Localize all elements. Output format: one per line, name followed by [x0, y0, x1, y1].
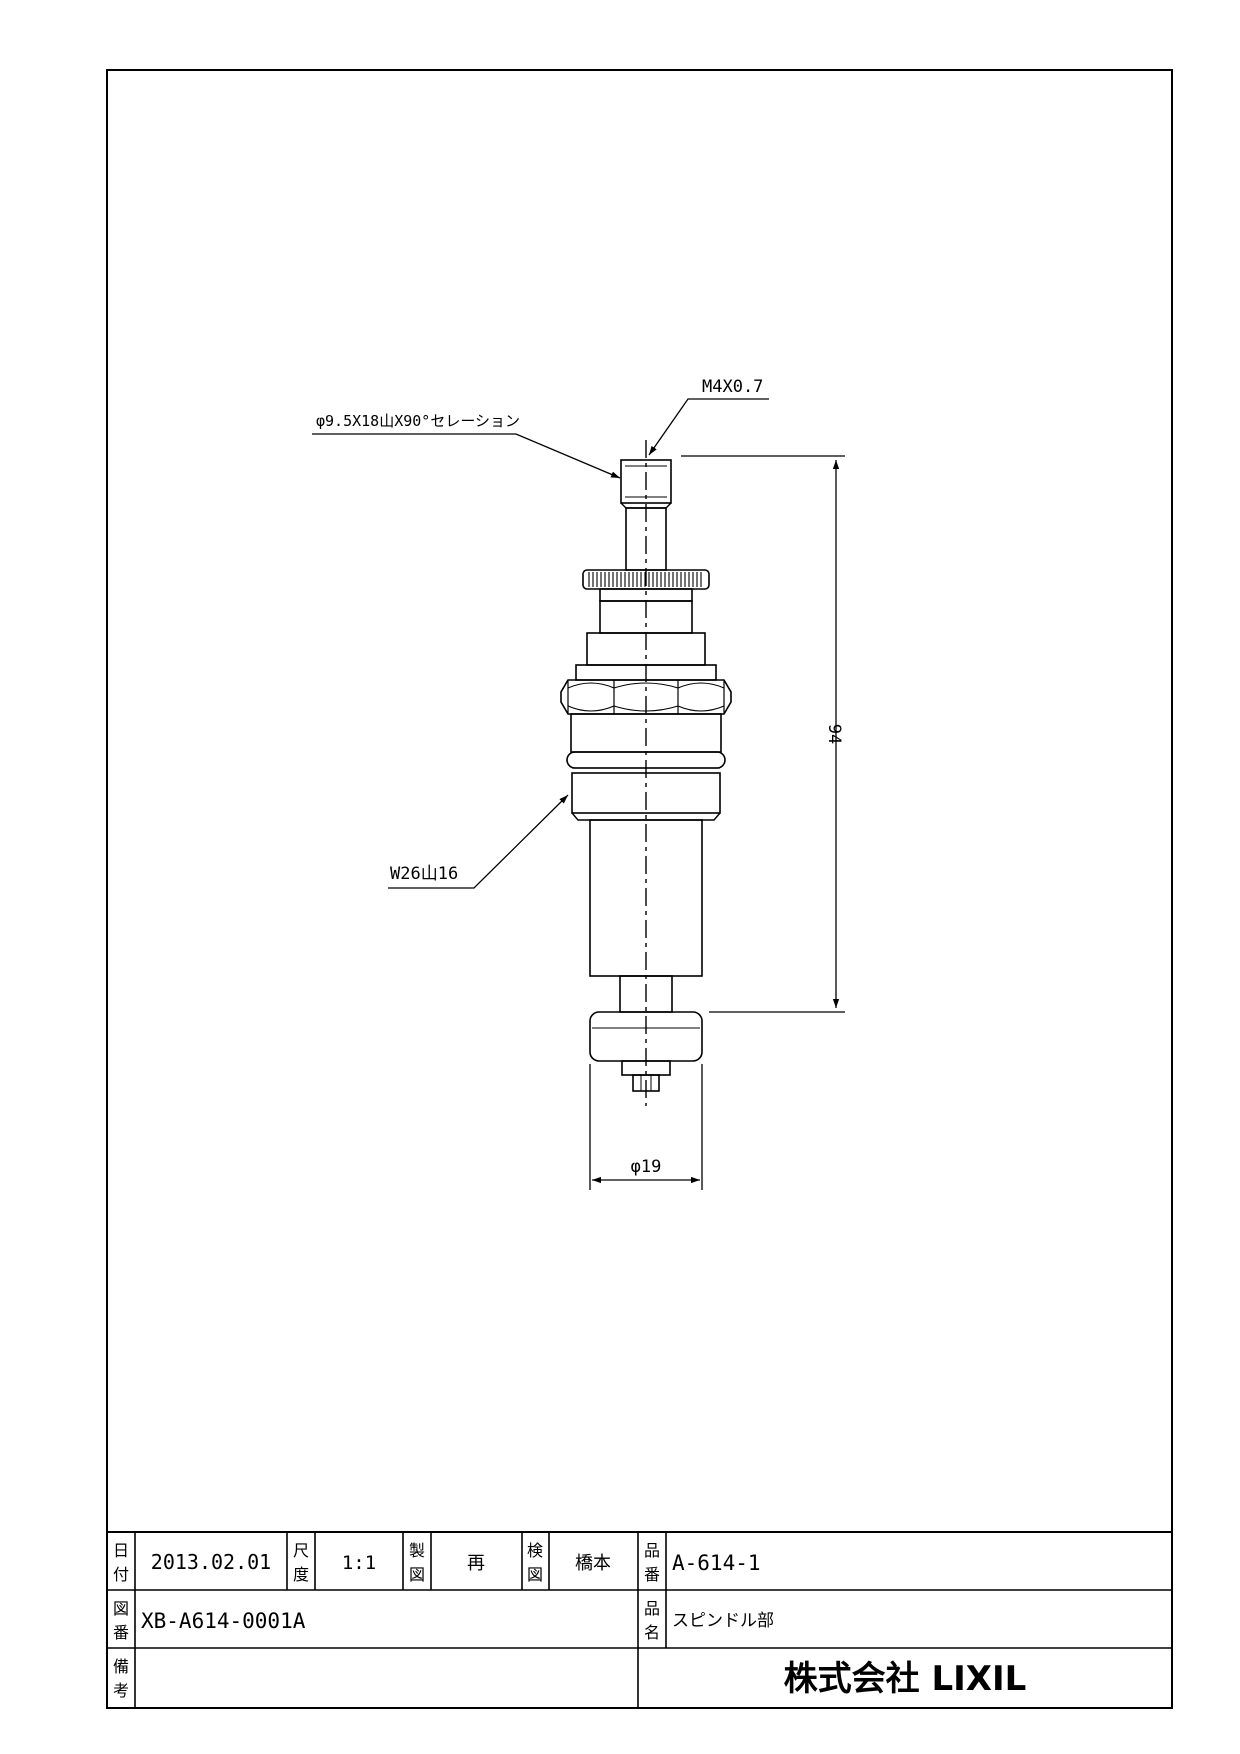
drawn-by: 再: [467, 1553, 485, 1574]
title-block-text: 日 付 2013.02.01 尺 度 1:1 製 図 再 検 図 橋本 品 番 …: [113, 1541, 1026, 1700]
part-number: A-614-1: [672, 1551, 761, 1575]
part-name-label: 品: [644, 1599, 660, 1618]
part-name-label-2: 名: [644, 1623, 660, 1642]
scale-label-2: 度: [293, 1565, 309, 1584]
remarks-label: 備: [113, 1657, 129, 1676]
drawing-no-label: 図: [113, 1599, 129, 1618]
spindle-tip: [620, 459, 672, 504]
part-name: スピンドル部: [672, 1611, 774, 1631]
thread-body-note: W26山16: [390, 864, 458, 884]
drawn-label-2: 図: [409, 1565, 425, 1584]
part-no-label-2: 番: [644, 1565, 660, 1584]
dimension-lines: [312, 398, 845, 1190]
title-block: [107, 1531, 1172, 1708]
drawing-number: XB-A614-0001A: [141, 1609, 306, 1633]
knurl-pattern: [588, 572, 702, 587]
company-logo: 株式会社 LIXIL: [784, 1659, 1027, 1699]
drawing-no-label-2: 番: [113, 1623, 129, 1642]
height-dimension: 94: [824, 724, 844, 744]
scale-label: 尺: [293, 1541, 309, 1560]
scale-value: 1:1: [342, 1552, 376, 1574]
remarks-label-2: 考: [113, 1681, 129, 1700]
date-value: 2013.02.01: [151, 1550, 271, 1574]
drawing-frame: [106, 69, 1173, 1709]
diameter-dimension: φ19: [631, 1157, 662, 1177]
thread-top-note: M4X0.7: [702, 377, 763, 397]
checked-label-2: 図: [527, 1565, 543, 1584]
serration-note: φ9.5X18山X90°セレーション: [316, 412, 520, 430]
checked-by: 橋本: [575, 1553, 611, 1574]
date-label: 日: [113, 1541, 129, 1560]
drawn-label: 製: [409, 1541, 425, 1560]
date-label-2: 付: [113, 1565, 129, 1584]
checked-label: 検: [527, 1541, 543, 1560]
part-no-label: 品: [644, 1541, 660, 1560]
